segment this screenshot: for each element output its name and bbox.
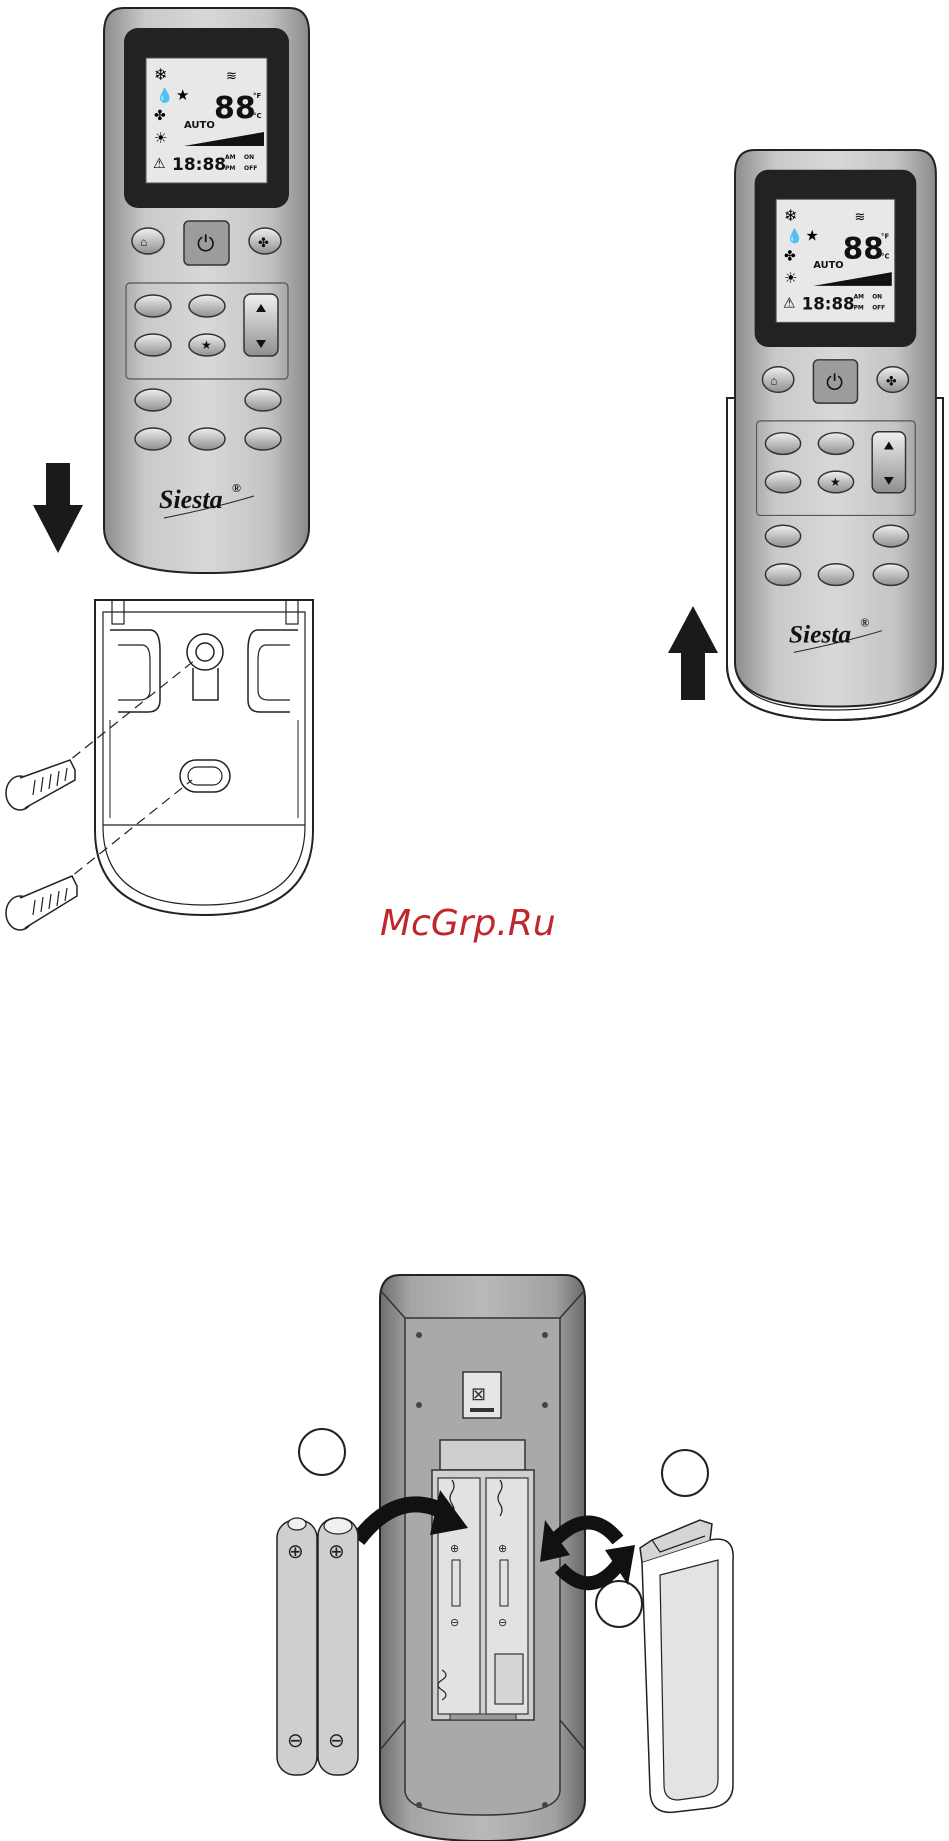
remote-right-in-holder: ❄ 💧 ✤ ☀ ★ ≋ 88 °F °C AUTO ⚠ 18:88 AM PM … bbox=[727, 150, 943, 720]
brand-logo-right: Siesta bbox=[789, 619, 851, 648]
lcd-clock-right: 18:88 bbox=[802, 294, 855, 314]
power-icon-right[interactable]: ⏻ bbox=[826, 369, 843, 394]
lcd-am: AM bbox=[225, 154, 236, 161]
star-button-icon-right[interactable]: ★ bbox=[830, 476, 841, 489]
star-button-icon[interactable]: ★ bbox=[201, 338, 212, 352]
watermark-text: McGrp.Ru bbox=[380, 903, 556, 944]
brand-logo-left: Siesta bbox=[159, 485, 223, 514]
step-circle-3 bbox=[596, 1581, 642, 1627]
signal-icon-right: ≋ bbox=[855, 209, 866, 224]
lcd-unit-c: °C bbox=[253, 112, 262, 120]
svg-text:⊖: ⊖ bbox=[450, 1617, 459, 1629]
screw-icon-2 bbox=[6, 876, 77, 930]
power-icon[interactable]: ⏻ bbox=[197, 231, 214, 256]
wall-holder bbox=[60, 600, 313, 915]
battery-icon-2: ⊕ ⊖ bbox=[318, 1518, 358, 1775]
swing-button-icon-right[interactable]: ⌂ bbox=[770, 374, 777, 387]
swing-button-icon[interactable]: ⌂ bbox=[140, 235, 147, 249]
step-circle-2 bbox=[662, 1450, 708, 1496]
fan-button-icon[interactable]: ✤ bbox=[258, 235, 269, 250]
lcd-unit-c-right: °C bbox=[881, 252, 889, 260]
battery-cover bbox=[640, 1520, 733, 1812]
star-icon: ★ bbox=[176, 87, 189, 104]
svg-text:⊖: ⊖ bbox=[498, 1617, 507, 1629]
lcd-clock: 18:88 bbox=[172, 155, 226, 175]
screw-icon bbox=[6, 760, 75, 810]
lcd-temp-digits-right: 88 bbox=[843, 231, 884, 265]
lcd-off-right: OFF bbox=[872, 306, 885, 312]
sun-icon-right: ☀ bbox=[784, 271, 797, 287]
lcd-unit-f: °F bbox=[253, 92, 262, 100]
step-circle-1 bbox=[299, 1429, 345, 1475]
lcd-on-right: ON bbox=[872, 295, 882, 301]
lcd-temp-digits: 88 bbox=[214, 91, 256, 126]
fan-button-icon-right[interactable]: ✤ bbox=[886, 373, 897, 388]
fan-icon: ✤ bbox=[154, 107, 166, 123]
signal-icon: ≋ bbox=[226, 68, 237, 83]
arrow-up-icon bbox=[668, 606, 718, 700]
warning-icon-right: ⚠ bbox=[783, 296, 795, 311]
svg-text:⊕: ⊕ bbox=[328, 1541, 345, 1563]
lcd-am-right: AM bbox=[854, 295, 865, 301]
lcd-pm-right: PM bbox=[854, 306, 864, 312]
brand-registered-right: ® bbox=[860, 616, 869, 630]
drop-icon: 💧 bbox=[156, 87, 173, 104]
sun-icon: ☀ bbox=[154, 130, 167, 147]
svg-text:⊠: ⊠ bbox=[471, 1384, 486, 1404]
svg-text:⊕: ⊕ bbox=[450, 1543, 459, 1555]
star-icon-right: ★ bbox=[806, 229, 819, 245]
fan-icon-right: ✤ bbox=[784, 248, 796, 263]
brand-registered-left: ® bbox=[232, 481, 241, 495]
svg-text:⊕: ⊕ bbox=[287, 1541, 304, 1563]
remote-left: ❄ 💧 ✤ ☀ ★ ≋ 88 °F °C AUTO ⚠ 18:88 AM PM … bbox=[104, 8, 309, 573]
lcd-mode-auto: AUTO bbox=[184, 120, 215, 131]
lcd-pm: PM bbox=[225, 165, 235, 172]
drop-icon-right: 💧 bbox=[786, 228, 803, 245]
weee-bin-icon: ⊠ bbox=[463, 1372, 501, 1418]
warning-icon: ⚠ bbox=[153, 155, 166, 171]
lcd-off: OFF bbox=[244, 165, 257, 172]
svg-text:⊕: ⊕ bbox=[498, 1543, 507, 1555]
arrow-down-icon bbox=[33, 463, 83, 553]
snowflake-icon-right: ❄ bbox=[784, 208, 797, 225]
lcd-mode-auto-right: AUTO bbox=[813, 260, 843, 271]
svg-text:⊖: ⊖ bbox=[287, 1730, 304, 1752]
battery-icon: ⊕ ⊖ bbox=[277, 1518, 317, 1775]
lcd-unit-f-right: °F bbox=[881, 233, 889, 241]
lcd-on: ON bbox=[244, 154, 254, 161]
svg-text:⊖: ⊖ bbox=[328, 1730, 345, 1752]
snowflake-icon: ❄ bbox=[154, 67, 167, 84]
